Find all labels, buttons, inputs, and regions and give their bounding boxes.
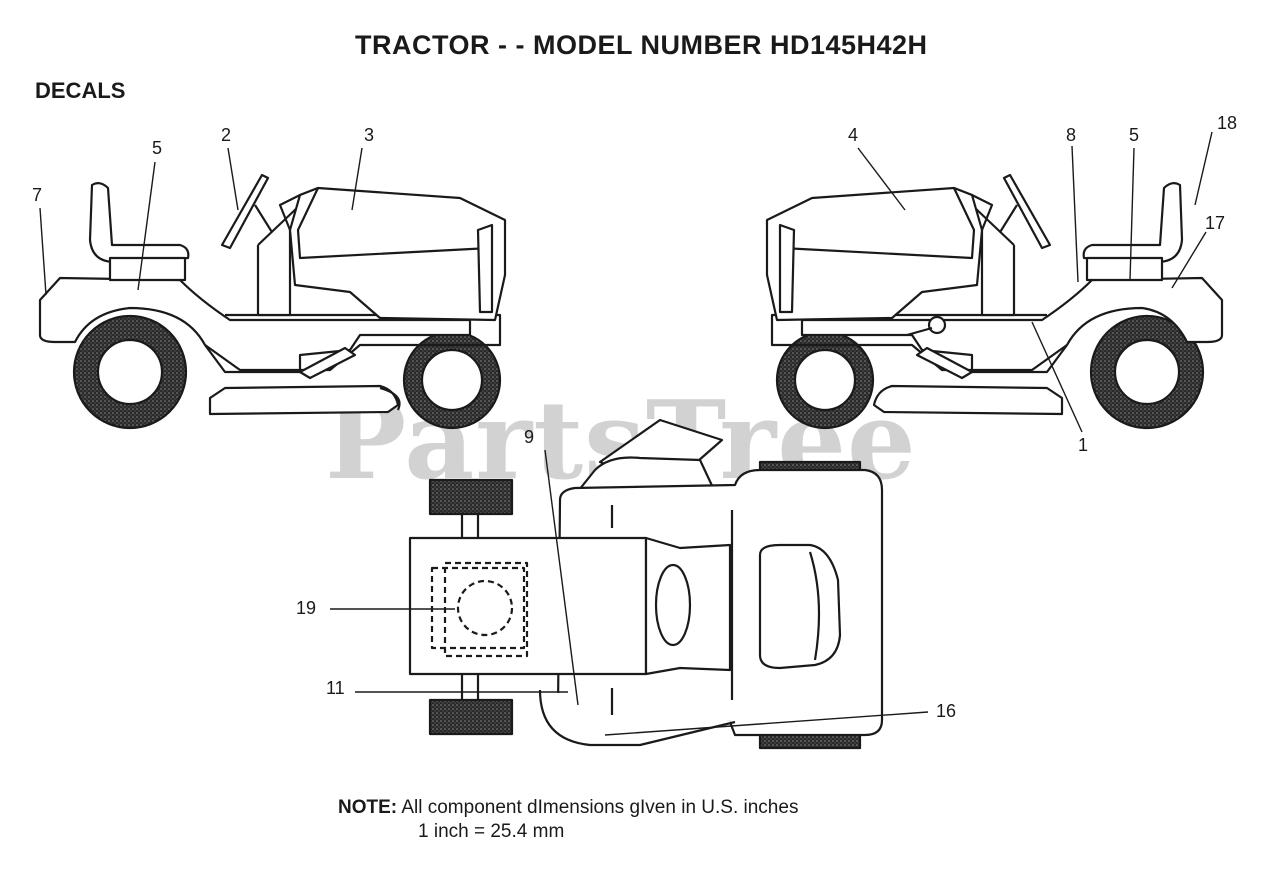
steering-wheel (220, 173, 270, 250)
seat (88, 181, 190, 264)
callout-18: 18 (1217, 113, 1238, 133)
decal-outline-19 (430, 566, 526, 650)
callout-5-left: 5 (152, 138, 163, 158)
note-line-1: All component dImensions gIven in U.S. i… (401, 797, 799, 818)
seat-top (758, 543, 842, 670)
callout-9: 9 (524, 427, 535, 447)
callout-2: 2 (221, 125, 232, 145)
callout-1: 1 (1078, 435, 1089, 455)
left-side-tractor (38, 173, 507, 430)
callout-4: 4 (848, 125, 859, 145)
hood (288, 186, 507, 322)
leader-lines (39, 131, 1213, 433)
callout-19: 19 (296, 598, 317, 618)
rear-fender (38, 276, 472, 374)
front-wheel-hub (420, 348, 484, 412)
callout-5-right: 5 (1129, 125, 1140, 145)
callout-11: 11 (326, 678, 345, 698)
note-line-2: 1 inch = 25.4 mm (418, 821, 565, 842)
callout-17: 17 (1205, 213, 1226, 233)
callout-3: 3 (364, 125, 375, 145)
section-heading: DECALS (35, 78, 126, 103)
right-side-tractor (765, 173, 1224, 430)
callout-8: 8 (1066, 125, 1077, 145)
callout-16: 16 (936, 701, 957, 721)
front-right-tire-top (428, 698, 514, 736)
mower-deck (208, 384, 400, 416)
note-label: NOTE: (338, 797, 398, 818)
page-title: TRACTOR - - MODEL NUMBER HD145H42H (355, 30, 928, 60)
dimension-note: NOTE: All component dImensions gIven in … (338, 797, 799, 842)
rear-wheel-hub (96, 338, 164, 406)
top-view-tractor (330, 418, 929, 750)
callout-7: 7 (32, 185, 43, 205)
front-left-tire-top (428, 478, 514, 516)
